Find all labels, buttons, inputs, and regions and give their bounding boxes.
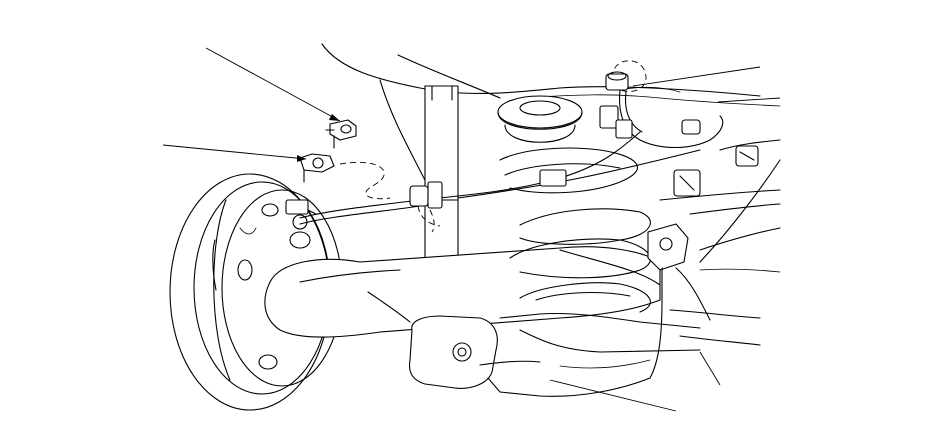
leader-lines <box>162 47 781 412</box>
hose-bracket <box>299 153 335 183</box>
lower-shock-mount <box>408 315 498 389</box>
brake-hose <box>299 89 724 225</box>
axle-beam <box>264 246 661 338</box>
hose-fitting <box>285 199 317 230</box>
grommet <box>605 60 647 92</box>
spring-bracket <box>647 223 711 379</box>
spring-seat <box>497 95 583 143</box>
body-panel <box>321 43 781 191</box>
lower-bracket <box>479 312 701 397</box>
frame-members <box>659 139 781 346</box>
removal-path <box>339 161 435 233</box>
cable-clip <box>409 105 759 227</box>
coil-spring <box>499 147 651 313</box>
bolt <box>325 119 357 149</box>
